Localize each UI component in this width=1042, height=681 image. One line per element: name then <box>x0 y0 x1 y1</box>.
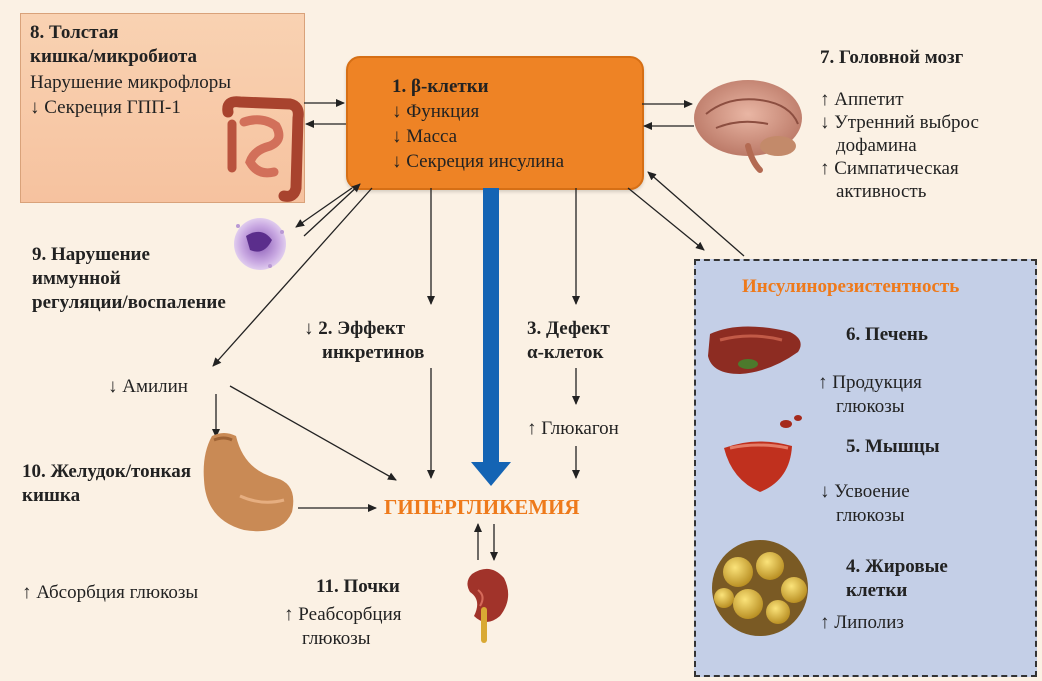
arrow-beta-to-ir <box>628 188 704 250</box>
muscle-icon <box>724 415 802 492</box>
arrow-beta-to-immune <box>296 188 352 227</box>
colon-icon <box>228 102 299 197</box>
main-arrow-shaft <box>483 188 499 464</box>
kidney-icon <box>467 569 508 640</box>
immune-cell-icon <box>234 218 286 270</box>
main-arrow-head <box>471 462 511 486</box>
arrow-beta-to-amylin <box>213 188 372 366</box>
brain-icon <box>694 80 802 170</box>
stomach-icon <box>204 433 294 531</box>
fat-cells-icon <box>712 540 808 636</box>
liver-icon <box>708 326 801 374</box>
arrow-amylin-to-hyperglycemia <box>230 386 396 480</box>
